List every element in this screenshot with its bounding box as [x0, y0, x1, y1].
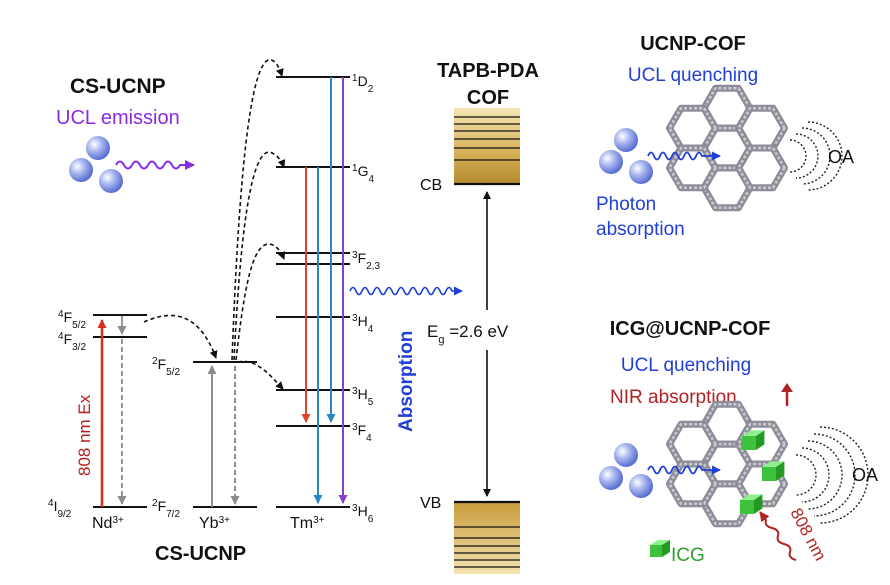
cs-ucnp-bottom-title: CS-UCNP [155, 543, 246, 565]
icg-legend-label: ICG [671, 545, 705, 566]
absorption-wave-arrow [349, 286, 463, 296]
valence-band-block [454, 500, 520, 574]
nanoparticle-cluster-top [599, 128, 653, 184]
icg-cube-top [740, 494, 763, 500]
tm-level-d2-label: 1D2 [352, 73, 374, 95]
cb-label: CB [420, 177, 442, 194]
nd-to-yb-transfer-arrow [143, 314, 218, 359]
quenching-wave-arrow-bottom [647, 465, 721, 475]
icg-legend-cube-icon [650, 540, 670, 557]
absorption-label: Absorption [396, 331, 417, 432]
ucnp-cof-title: UCNP-COF [640, 33, 746, 55]
tm-ion-label: Tm3+ [290, 515, 325, 533]
bandgap-label: Eg =2.6 eV [427, 322, 509, 346]
icg-ucnp-cof-title: ICG@UCNP-COF [610, 318, 771, 340]
photon-label: Photon [596, 194, 656, 215]
yb-to-tm-transfer-arrows [231, 59, 286, 390]
tm-level-g4-label: 1G4 [352, 163, 374, 185]
icg-cube-front [740, 500, 754, 514]
emission-wave-arrow [115, 160, 195, 170]
nanoparticle-cluster-bottom [599, 443, 653, 498]
ucnp-cof-subtitle: UCL quenching [628, 65, 758, 86]
nd-ion-label: Nd3+ [92, 515, 124, 533]
yb-level-f52-label: 2F5/2 [152, 356, 180, 378]
laser-wave-arrow [759, 511, 797, 561]
icg-cube-front [762, 467, 776, 481]
excitation-label: 808 nm Ex [75, 394, 94, 476]
tm-level-h5-label: 3H5 [352, 386, 374, 408]
cof-title-line2: COF [467, 87, 509, 109]
icg-cube-front [742, 436, 756, 450]
icg-cube-side [754, 494, 763, 514]
cof-title-line1: TAPB-PDA [437, 60, 539, 82]
oa-waves-top [789, 121, 843, 191]
vb-label: VB [420, 495, 441, 512]
tm-level-h6-label: 3H6 [352, 503, 374, 525]
laser-808-label: 808 nm [786, 505, 829, 564]
oa-label-top: OA [828, 147, 854, 167]
nd-level-i92-label: 4I9/2 [48, 498, 72, 520]
cof-hexagon-highlight [668, 462, 717, 506]
conduction-band-block [454, 108, 520, 186]
quenching-wave-arrow-top [647, 151, 721, 161]
icg-cube-top [742, 430, 765, 436]
icg-ucl-quenching-label: UCL quenching [621, 355, 751, 376]
cof-hexagon-highlight [668, 146, 717, 190]
cof-framework-top [666, 84, 788, 212]
nd-level-f32-label: 4F3/2 [58, 331, 86, 353]
oa-label-bottom: OA [852, 465, 878, 485]
nir-absorption-label: NIR absorption [610, 387, 737, 408]
ucl-emission-label: UCL emission [56, 107, 180, 129]
yb-levels [193, 361, 257, 508]
cof-hexagon-highlight [737, 462, 786, 506]
icg-cube-top [762, 461, 785, 467]
tm-level-f4-label: 3F4 [352, 422, 372, 444]
icg-cubes [740, 430, 785, 514]
nanoparticle-cluster [69, 136, 123, 193]
oa-waves-bottom [795, 426, 869, 524]
tm-level-h4-label: 3H4 [352, 313, 374, 335]
cs-ucnp-title: CS-UCNP [70, 75, 166, 98]
yb-ion-label: Yb3+ [199, 515, 230, 533]
up-arrow-icon [781, 383, 793, 406]
absorption-text-label: absorption [596, 219, 685, 240]
cof-hexagon-highlight [737, 146, 786, 190]
tm-level-f23-label: 3F2,3 [352, 250, 380, 272]
yb-level-f72-label: 2F7/2 [152, 498, 180, 520]
nd-level-f52-label: 4F5/2 [58, 309, 86, 331]
tm-levels [276, 76, 350, 508]
icg-cube-side [776, 461, 785, 481]
icg-cube-side [756, 430, 765, 450]
